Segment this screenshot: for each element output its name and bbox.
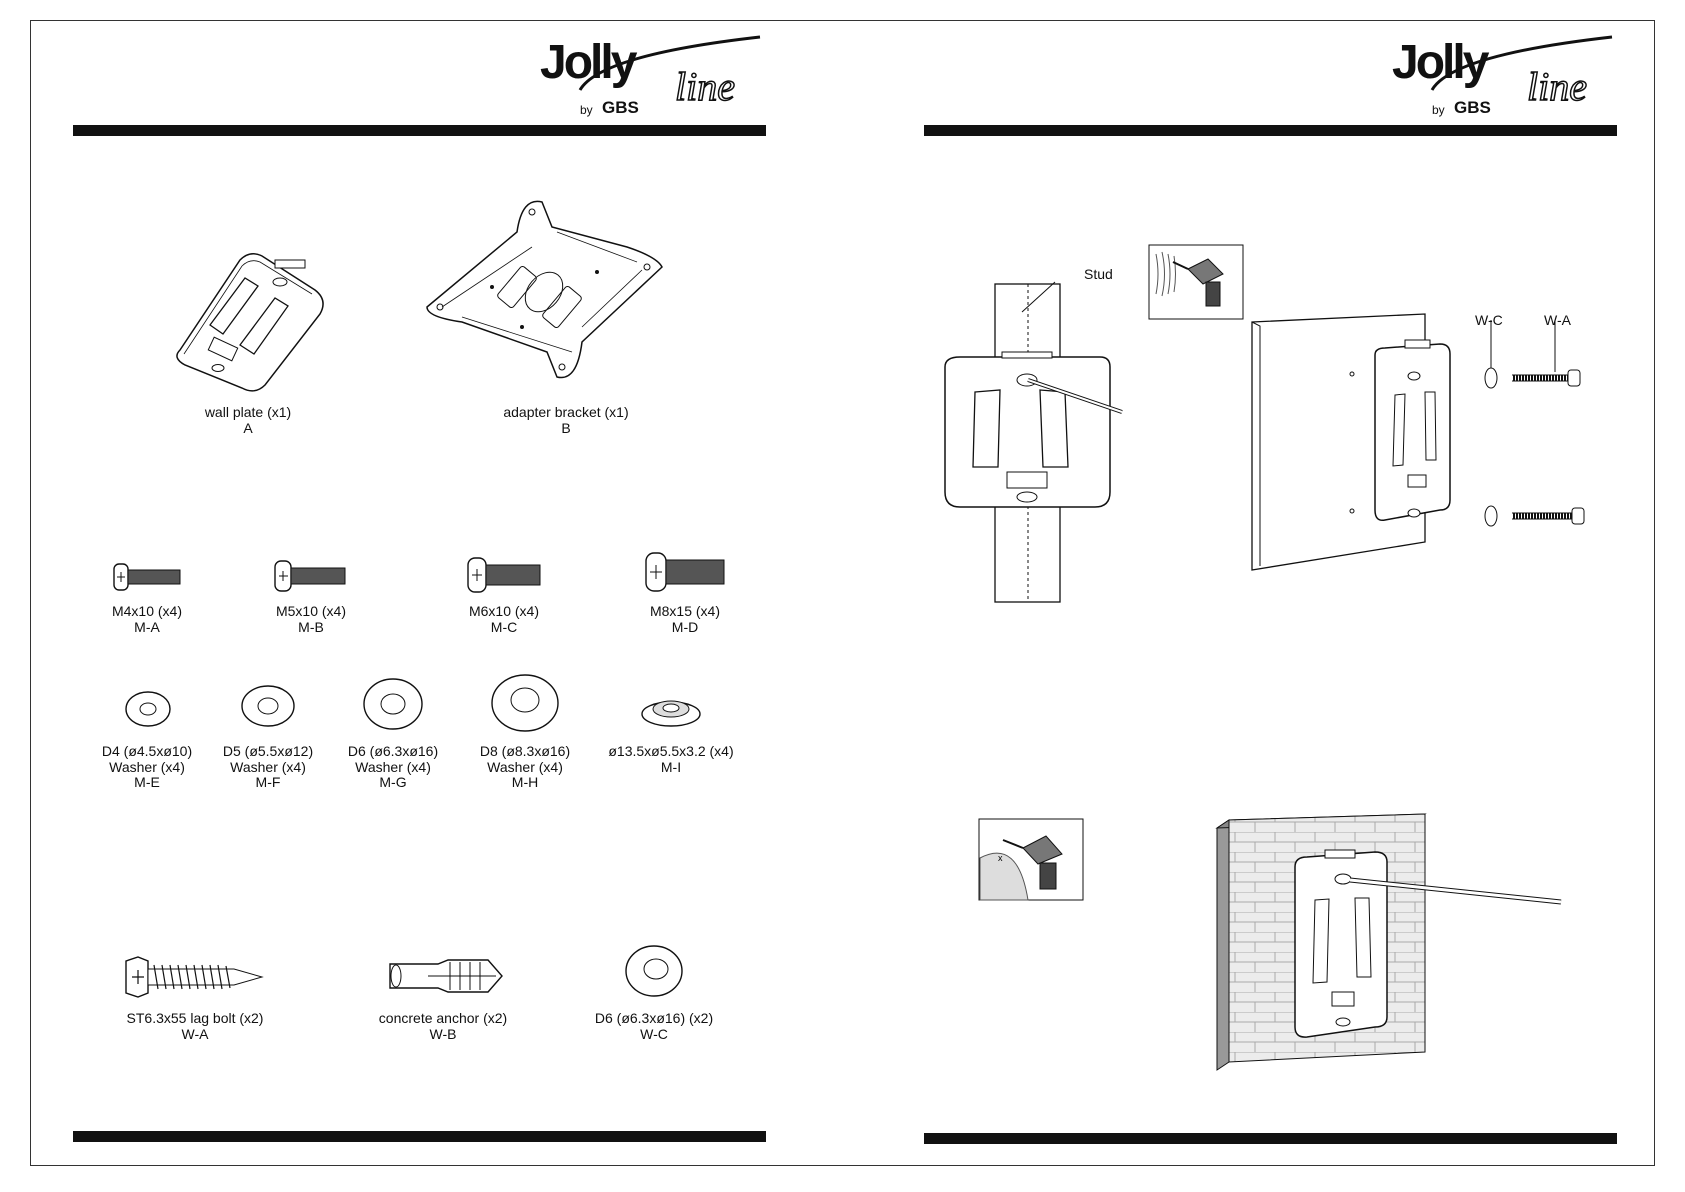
bolt-wa-label: W-A: [1544, 312, 1571, 328]
washer-code: M-F: [255, 774, 281, 790]
hardware-name: ST6.3x55 lag bolt (x2): [126, 1010, 264, 1026]
screw-name: M6x10 (x4): [468, 603, 540, 619]
lag-bolt-icon: [125, 956, 264, 998]
page-frame: [30, 20, 1655, 1166]
logo-swoosh-icon: [578, 35, 761, 91]
washer-type: Washer (x4): [487, 758, 563, 775]
screw-caption-ma: M4x10 (x4) M-A: [111, 603, 183, 635]
part-name: adapter bracket (x1): [503, 404, 629, 420]
hardware-caption-wc: D6 (ø6.3xø16) (x2) W-C: [594, 1010, 714, 1042]
washer-wc-label: W-C: [1475, 312, 1503, 328]
hardware-code: W-B: [429, 1025, 457, 1042]
logo-swoosh-icon: [1430, 35, 1613, 91]
washer-name: D5 (ø5.5xø12): [222, 743, 314, 759]
screw-name: M4x10 (x4): [111, 603, 183, 619]
part-name: wall plate (x1): [204, 404, 292, 420]
drill-concrete-inset-icon: x: [978, 818, 1084, 901]
washer-caption-mh: D8 (ø8.3xø16) Washer (x4) M-H: [479, 743, 571, 791]
washer-caption-mi: ø13.5xø5.5x3.2 (x4) M-I: [608, 743, 734, 775]
top-bar-left: [73, 125, 766, 136]
washer-caption-mf: D5 (ø5.5xø12) Washer (x4) M-F: [222, 743, 314, 791]
bottom-bar-left: [73, 1131, 766, 1142]
washer-name: D6 (ø6.3xø16): [347, 743, 439, 759]
washer-name: ø13.5xø5.5x3.2 (x4): [608, 743, 734, 759]
stud-label: Stud: [1084, 266, 1113, 282]
top-bar-right: [924, 125, 1617, 136]
jollyline-logo-right: Jolly line by GBS: [1392, 35, 1622, 125]
drill-wood-inset-icon: [1148, 244, 1244, 320]
hardware-caption-wb: concrete anchor (x2) W-B: [378, 1010, 508, 1042]
screw-caption-md: M8x15 (x4) M-D: [649, 603, 721, 635]
screw-name: M8x15 (x4): [649, 603, 721, 619]
washer-wc-icon: [625, 945, 683, 997]
wall-plate-illustration: [176, 253, 324, 392]
washer-code: M-I: [660, 758, 682, 775]
part-code: A: [243, 419, 253, 436]
screw-caption-mb: M5x10 (x4) M-B: [275, 603, 347, 635]
screw-code: M-D: [671, 618, 699, 635]
jollyline-logo-left: Jolly line by GBS: [540, 35, 770, 125]
washer-name: D4 (ø4.5xø10): [101, 743, 193, 759]
screw-code: M-A: [134, 618, 160, 635]
washer-name: D8 (ø8.3xø16): [479, 743, 571, 759]
washer-code: M-G: [379, 774, 407, 790]
part-code: B: [561, 419, 571, 436]
logo-company: GBS: [602, 98, 639, 117]
logo-script: line: [674, 63, 735, 110]
hardware-code: W-C: [640, 1025, 668, 1042]
screw-m6-icon: [467, 557, 541, 593]
part-caption-a: wall plate (x1) A: [204, 404, 292, 436]
washer-type: Washer (x4): [230, 758, 306, 775]
logo-brand: Jolly: [540, 36, 637, 89]
screw-m5-icon: [274, 560, 346, 592]
screw-name: M5x10 (x4): [275, 603, 347, 619]
part-caption-b: adapter bracket (x1) B: [503, 404, 629, 436]
washer-type: Washer (x4): [109, 758, 185, 775]
hardware-name: concrete anchor (x2): [378, 1010, 508, 1026]
hardware-code: W-A: [181, 1025, 209, 1042]
concrete-anchor-icon: [389, 959, 503, 993]
washer-d5-icon: [241, 685, 295, 727]
adapter-bracket-illustration: [426, 200, 663, 379]
washer-code: M-H: [511, 774, 539, 790]
washer-code: M-E: [134, 774, 160, 790]
wall-bolt-mounting-diagram: [1251, 313, 1585, 571]
stud-mounting-diagram: [944, 281, 1123, 603]
svg-text:x: x: [998, 853, 1003, 863]
washer-caption-me: D4 (ø4.5xø10) Washer (x4) M-E: [101, 743, 193, 791]
logo-script: line: [1526, 63, 1587, 110]
spacer-mi-icon: [641, 700, 701, 727]
logo-by: by: [1432, 103, 1445, 117]
washer-caption-mg: D6 (ø6.3xø16) Washer (x4) M-G: [347, 743, 439, 791]
bottom-bar-right: [924, 1133, 1617, 1144]
screw-code: M-B: [298, 618, 324, 635]
hardware-caption-wa: ST6.3x55 lag bolt (x2) W-A: [126, 1010, 264, 1042]
screw-m8-icon: [645, 552, 725, 592]
screw-code: M-C: [490, 618, 518, 635]
logo-brand: Jolly: [1392, 36, 1489, 89]
washer-type: Washer (x4): [355, 758, 431, 775]
washer-d8-icon: [491, 674, 559, 732]
screw-m4-icon: [113, 563, 181, 591]
washer-d6-icon: [363, 678, 423, 730]
washer-d4-icon: [125, 691, 171, 727]
screw-caption-mc: M6x10 (x4) M-C: [468, 603, 540, 635]
logo-by: by: [580, 103, 593, 117]
hardware-name: D6 (ø6.3xø16) (x2): [594, 1010, 714, 1026]
brick-wall-mounting-diagram: [1215, 813, 1562, 1071]
logo-company: GBS: [1454, 98, 1491, 117]
